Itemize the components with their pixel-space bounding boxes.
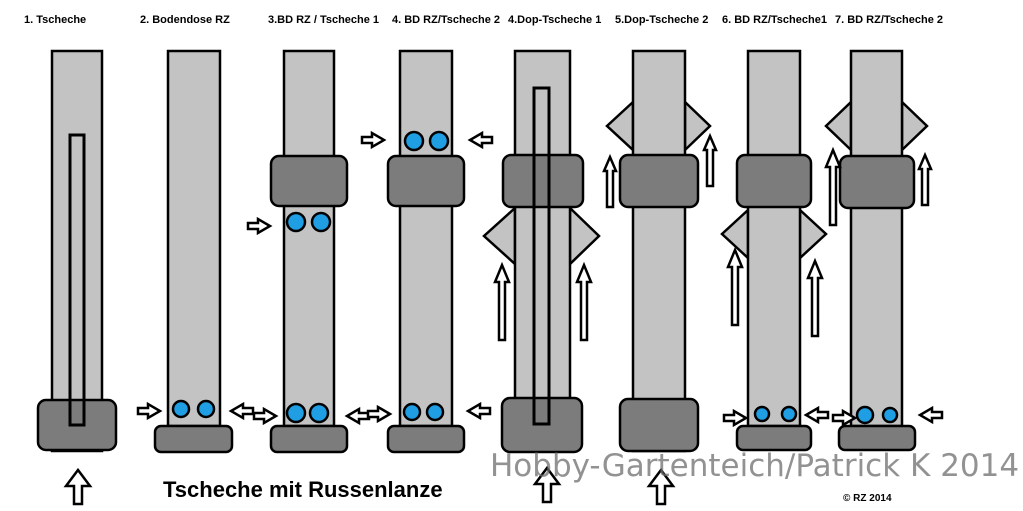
inflow-arrow bbox=[366, 405, 392, 423]
cone bbox=[568, 205, 601, 267]
lance bbox=[68, 133, 86, 427]
column-3-bd-tscheche-1 bbox=[246, 49, 371, 454]
clamp bbox=[386, 154, 466, 208]
column-title-2: 2. Bodendose RZ bbox=[140, 14, 230, 26]
nozzle bbox=[308, 402, 330, 424]
watermark: Hobby-Gartenteich/Patrick K 2014 bbox=[490, 448, 1020, 484]
nozzle bbox=[780, 405, 798, 423]
clamp bbox=[501, 153, 585, 209]
column-title-8: 7. BD RZ/Tscheche 2 bbox=[835, 14, 943, 26]
lance bbox=[532, 86, 551, 426]
tube bbox=[282, 49, 336, 428]
column-title-1: 1. Tscheche bbox=[24, 14, 87, 26]
flow-arrow-up bbox=[726, 248, 744, 327]
nozzle bbox=[196, 399, 216, 419]
inflow-arrow bbox=[252, 407, 278, 425]
base-clamp bbox=[153, 424, 234, 454]
nozzle bbox=[285, 211, 307, 233]
cone bbox=[482, 205, 517, 267]
nozzle bbox=[425, 402, 445, 422]
tube bbox=[166, 49, 222, 428]
flow-arrow-up bbox=[493, 263, 511, 342]
tube bbox=[849, 49, 904, 428]
flow-arrow-up bbox=[824, 148, 842, 227]
column-1-tscheche bbox=[36, 49, 118, 506]
flow-arrow-up bbox=[64, 468, 92, 506]
clamp bbox=[618, 153, 700, 209]
cone bbox=[605, 99, 635, 153]
nozzle bbox=[310, 211, 332, 233]
column-title-5: 4.Dop-Tscheche 1 bbox=[508, 14, 602, 26]
nozzle bbox=[855, 405, 875, 425]
cone bbox=[900, 99, 929, 153]
nozzle bbox=[171, 399, 191, 419]
inflow-arrow bbox=[229, 402, 255, 420]
base-clamp bbox=[618, 397, 700, 453]
tube bbox=[513, 49, 572, 453]
column-title-3: 3.BD RZ / Tscheche 1 bbox=[268, 14, 380, 26]
flow-arrow-up bbox=[602, 155, 618, 209]
inflow-arrow bbox=[918, 406, 944, 424]
clamp bbox=[735, 153, 813, 209]
clamp bbox=[269, 154, 349, 208]
base-clamp bbox=[386, 424, 466, 454]
nozzle bbox=[753, 405, 771, 423]
inflow-arrow bbox=[804, 406, 830, 424]
column-2-bodendose bbox=[136, 49, 255, 454]
flow-arrow-up bbox=[575, 263, 593, 342]
nozzle bbox=[428, 130, 450, 152]
base-clamp bbox=[837, 424, 917, 452]
column-title-4: 4. BD RZ/Tscheche 2 bbox=[392, 14, 500, 26]
column-5-dop-tscheche-1 bbox=[482, 49, 601, 504]
nozzle bbox=[402, 402, 422, 422]
clamp bbox=[838, 154, 916, 210]
flow-arrow-up bbox=[917, 153, 933, 207]
inflow-arrow bbox=[246, 217, 272, 235]
column-title-7: 6. BD RZ/Tscheche1 bbox=[722, 14, 827, 26]
base-clamp bbox=[269, 424, 349, 454]
nozzle bbox=[285, 402, 307, 424]
inflow-arrow bbox=[466, 402, 492, 420]
flow-arrow-up bbox=[806, 259, 824, 338]
inflow-arrow bbox=[345, 407, 371, 425]
column-4-bd-tscheche-2 bbox=[360, 49, 494, 454]
column-7-bd-tscheche-1 bbox=[720, 49, 830, 452]
inflow-arrow bbox=[468, 131, 494, 149]
cone bbox=[798, 207, 828, 261]
column-6-dop-tscheche-2 bbox=[602, 49, 718, 506]
nozzle bbox=[881, 406, 899, 424]
inflow-arrow bbox=[722, 409, 748, 427]
base-clamp bbox=[735, 424, 813, 452]
nozzle bbox=[403, 130, 425, 152]
tube bbox=[50, 49, 104, 453]
inflow-arrow bbox=[360, 131, 386, 149]
flow-arrow-up bbox=[702, 134, 718, 188]
tube bbox=[398, 49, 454, 428]
diagram-caption: Tscheche mit Russenlanze bbox=[163, 477, 443, 502]
tube bbox=[746, 49, 802, 428]
tube bbox=[631, 49, 687, 453]
column-title-6: 5.Dop-Tscheche 2 bbox=[615, 14, 709, 26]
inflow-arrow bbox=[136, 402, 162, 420]
cone bbox=[824, 99, 853, 153]
copyright-notice: © RZ 2014 bbox=[843, 493, 892, 504]
column-8-bd-tscheche-2 bbox=[824, 49, 944, 452]
